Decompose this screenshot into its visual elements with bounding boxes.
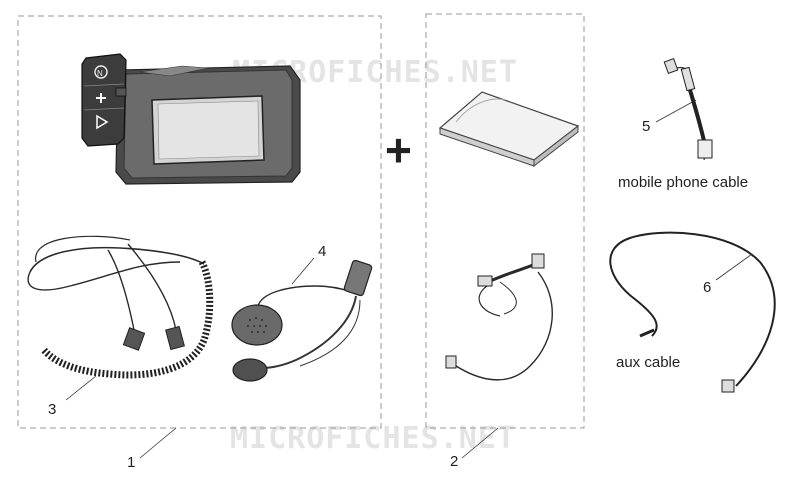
watermark-bottom: MICROFICHES.NET [230,421,516,456]
mobile-phone-cable-caption: mobile phone cable [618,174,748,191]
coiled-cable-illustration [27,235,214,379]
aux-cable-illustration [609,231,776,393]
leader-lines [65,99,753,459]
callout-3: 3 [48,401,56,418]
plus-sign: + [385,124,412,176]
svg-text:N: N [97,69,103,78]
control-unit-illustration: N [81,53,301,185]
mobile-phone-cable-illustration [663,58,713,161]
headset-speaker-mic-illustration [231,259,373,382]
kit-box-1 [17,15,382,429]
aux-cable-caption: aux cable [616,354,680,371]
instruction-booklet-illustration [438,91,580,168]
kit-box-2 [425,13,585,429]
callout-4: 4 [318,243,326,260]
callout-1: 1 [127,454,135,471]
wiring-harness-illustration [445,253,553,381]
callout-6: 6 [703,279,711,296]
callout-5: 5 [642,118,650,135]
callout-2: 2 [450,453,458,470]
